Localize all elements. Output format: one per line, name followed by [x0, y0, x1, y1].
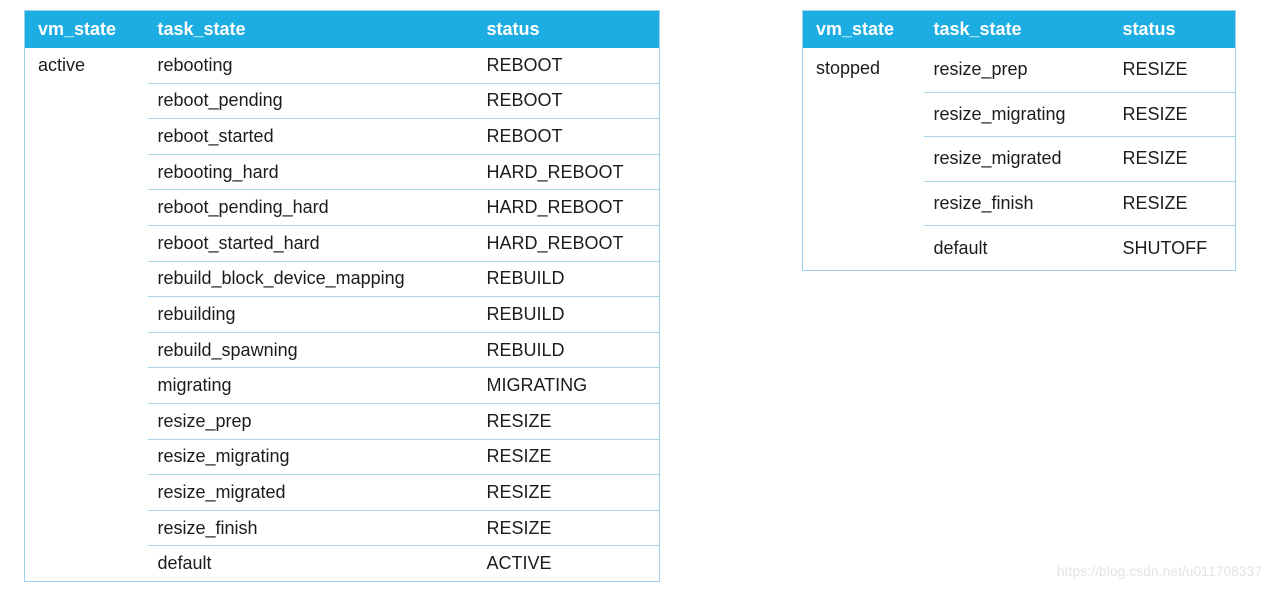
cell-task-state: rebooting_hard [147, 153, 477, 190]
table-row: rebuilding REBUILD [25, 296, 660, 333]
column-header-task-state: task_state [923, 10, 1113, 48]
cell-status: REBOOT [486, 54, 563, 75]
table-row: reboot_started REBOOT [25, 118, 660, 155]
table-row: reboot_pending REBOOT [25, 82, 660, 119]
table-row: reboot_started_hard HARD_REBOOT [25, 224, 660, 262]
table-row: resize_finish RESIZE [803, 180, 1236, 226]
column-header-vm-state: vm_state [802, 10, 924, 48]
cell-task-state: default [147, 545, 477, 582]
cell-status: HARD_REBOOT [476, 224, 660, 262]
table-row: resize_migrated RESIZE [803, 136, 1236, 182]
cell-status: HARD_REBOOT [476, 189, 660, 226]
csdn-watermark: https://blog.csdn.net/u011708337 [1056, 564, 1262, 579]
cell-task-state: resize_migrating [147, 438, 477, 475]
table-row: resize_migrated RESIZE [25, 474, 660, 511]
cell-status: REBOOT [476, 118, 660, 155]
column-header-task-state: task_state [147, 10, 477, 48]
table-row: default SHUTOFF [803, 225, 1236, 271]
cell-status: RESIZE [476, 474, 660, 511]
table-row: resize_prep RESIZE [25, 402, 660, 440]
cell-vm-state: active [38, 54, 86, 75]
cell-status: RESIZE [1112, 136, 1236, 182]
header-row: vm_state task_state status [802, 10, 1236, 48]
column-header-status: status [1112, 10, 1236, 48]
table-row: stopped resize_prep RESIZE [803, 48, 1236, 93]
table-row: resize_migrating RESIZE [25, 438, 660, 475]
table-row: resize_finish RESIZE [25, 509, 660, 546]
cell-status: MIGRATING [476, 367, 660, 404]
cell-status: ACTIVE [476, 545, 660, 582]
cell-task-state: resize_migrated [147, 474, 477, 511]
cell-vm-state: stopped [816, 57, 881, 78]
cell-task-state: reboot_pending_hard [147, 189, 477, 226]
table-row: rebooting_hard HARD_REBOOT [25, 153, 660, 190]
cell-task-state: reboot_pending [147, 82, 477, 119]
cell-task-state: resize_migrating [923, 91, 1113, 137]
cell-task-state: migrating [147, 367, 477, 404]
cell-status: RESIZE [1122, 59, 1188, 80]
table-row: default ACTIVE [25, 545, 660, 582]
table-row: reboot_pending_hard HARD_REBOOT [25, 189, 660, 226]
cell-task-state: rebuilding [147, 296, 477, 333]
cell-task-state: resize_prep [147, 402, 477, 440]
vm-state-table-stopped: vm_state task_state status stopped resiz… [802, 10, 1236, 271]
table-row: active rebooting REBOOT [25, 48, 660, 84]
cell-task-state: resize_finish [147, 509, 477, 546]
cell-task-state: reboot_started [147, 118, 477, 155]
header-row: vm_state task_state status [24, 10, 660, 48]
cell-task-state: rebooting [157, 54, 233, 75]
cell-status: REBUILD [476, 260, 660, 297]
cell-task-state: rebuild_block_device_mapping [147, 260, 477, 297]
cell-task-state: resize_prep [933, 59, 1028, 80]
cell-task-state: default [923, 225, 1113, 271]
cell-status: REBUILD [476, 296, 660, 333]
cell-task-state: resize_migrated [923, 136, 1113, 182]
cell-status: REBOOT [476, 82, 660, 119]
vm-state-table-active: vm_state task_state status active reboot… [24, 10, 660, 582]
table-row: rebuild_spawning REBUILD [25, 331, 660, 368]
cell-task-state: rebuild_spawning [147, 331, 477, 368]
column-header-status: status [476, 10, 660, 48]
cell-status: RESIZE [476, 438, 660, 475]
table-row: migrating MIGRATING [25, 367, 660, 404]
table-row: resize_migrating RESIZE [803, 91, 1236, 137]
cell-status: RESIZE [1112, 91, 1236, 137]
cell-task-state: resize_finish [923, 180, 1113, 226]
cell-status: SHUTOFF [1112, 225, 1236, 271]
cell-task-state: reboot_started_hard [147, 224, 477, 262]
cell-status: HARD_REBOOT [476, 153, 660, 190]
table-row: rebuild_block_device_mapping REBUILD [25, 260, 660, 297]
column-header-vm-state: vm_state [24, 10, 148, 48]
cell-status: REBUILD [476, 331, 660, 368]
cell-status: RESIZE [476, 402, 660, 440]
cell-status: RESIZE [1112, 180, 1236, 226]
cell-status: RESIZE [476, 509, 660, 546]
